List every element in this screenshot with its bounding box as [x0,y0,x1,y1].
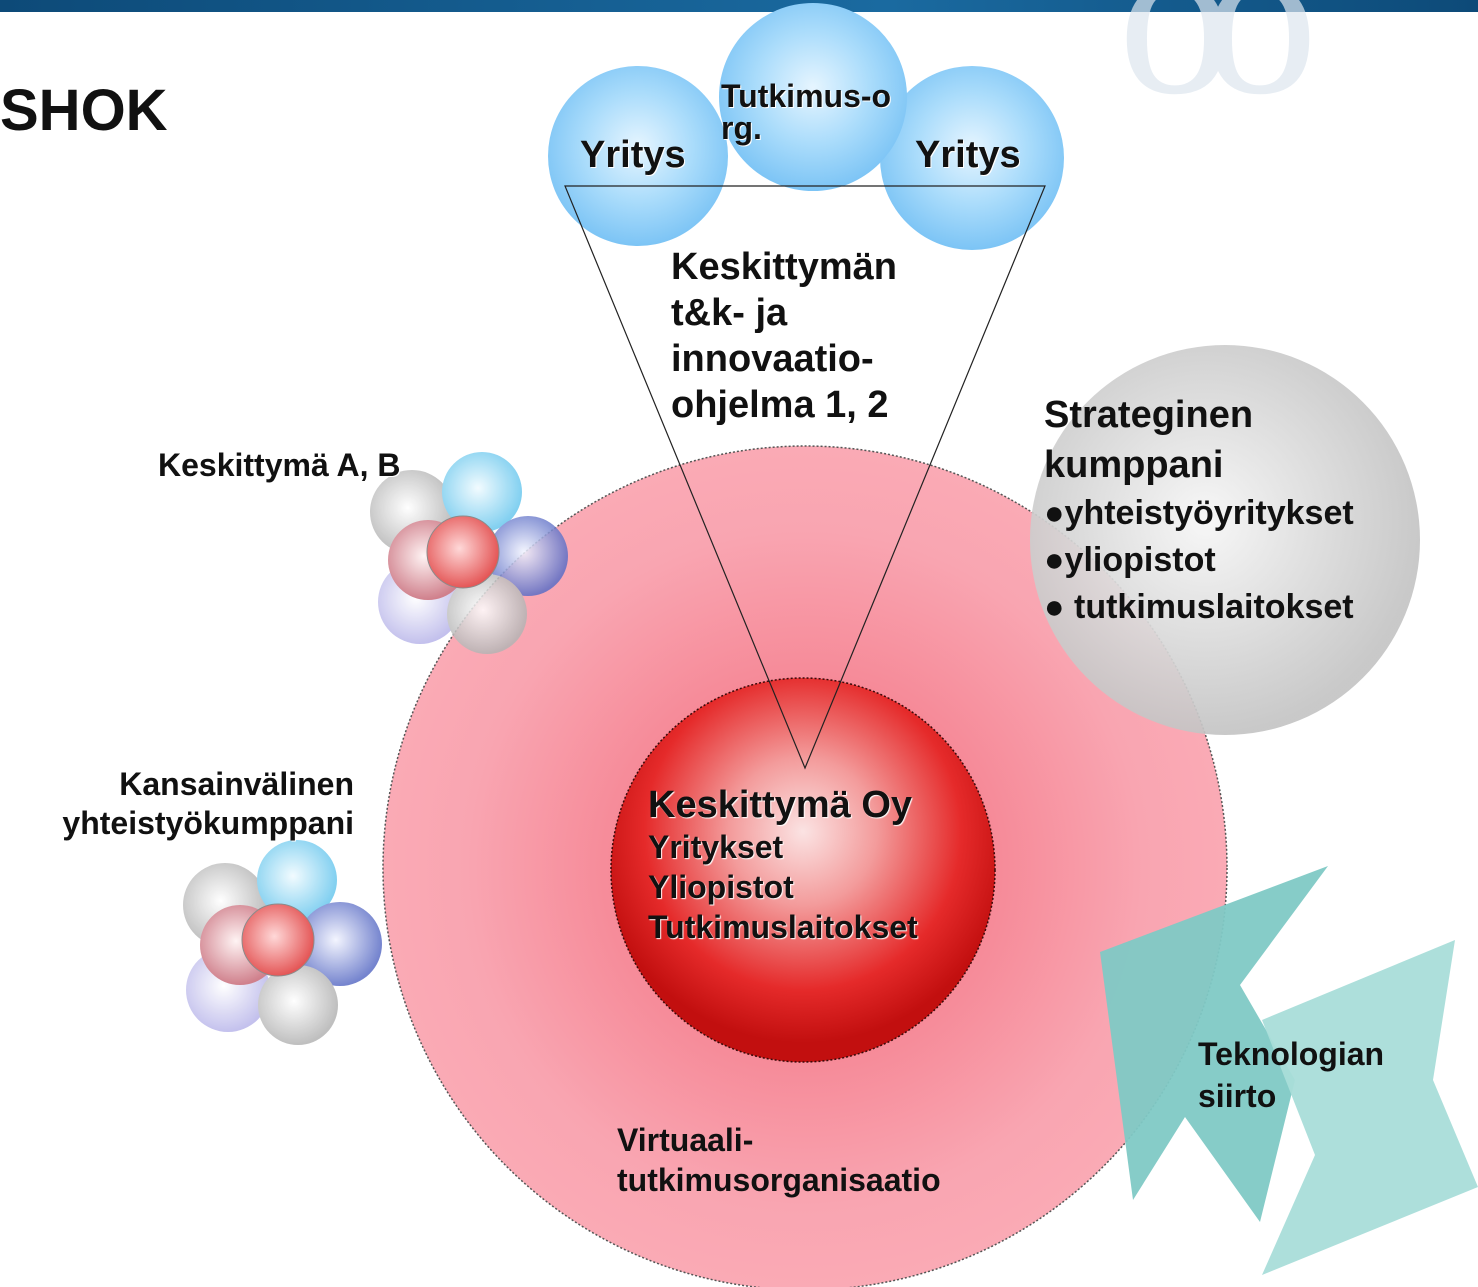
programme-line-1: Keskittymän [671,246,897,288]
tech-transfer-arrows [1100,866,1478,1275]
tech-line-2: siirto [1198,1078,1277,1114]
top-banner [0,0,1478,12]
international-partner-label: Kansainvälinen yhteistyökumppani [18,765,354,843]
strategic-item: ●yhteistyöyritykset [1044,494,1354,532]
molecule-icon-cluster-ab [370,452,568,654]
international-line-2: yhteistyökumppani [62,805,354,841]
page-title: SHOK [0,78,168,143]
virtual-org-label: Virtuaali- tutkimusorganisaatio [617,1120,941,1200]
research-org-bubble [719,3,907,191]
programme-line-2: t&k- ja [671,292,788,334]
programme-line-3: innovaatio- [671,338,874,380]
bullet-icon: ● [1044,494,1065,532]
tech-transfer-label: Teknologian siirto [1198,1033,1384,1117]
strategic-heading-1: Strateginen [1044,394,1254,436]
research-org-label: Tutkimus-org. [721,78,892,146]
tech-line-1: Teknologian [1198,1036,1385,1072]
core-label-block: Keskittymä Oy Yritykset Yliopistot Tutki… [648,783,918,947]
company-bubble-left [548,66,728,246]
strategic-heading-2: kumppani [1044,444,1224,486]
company-bubble-right [880,66,1064,250]
core-heading: Keskittymä Oy [648,784,913,826]
strategic-item: ● tutkimuslaitokset [1044,588,1354,626]
programme-line-4: ohjelma 1, 2 [671,384,889,426]
bullet-icon: ● [1044,588,1065,626]
virtual-line-2: tutkimusorganisaatio [617,1162,941,1198]
cluster-ab-label: Keskittymä A, B [158,447,401,483]
programme-label: Keskittymän t&k- ja innovaatio- ohjelma … [671,244,897,428]
strategic-item: ●yliopistot [1044,541,1216,579]
core-item: Yliopistot [648,869,794,905]
strategic-partner-circle [1030,345,1420,735]
company-left-label: Yritys [580,134,686,176]
bullet-icon: ● [1044,541,1065,579]
core-item: Tutkimuslaitokset [648,909,918,945]
company-right-label: Yritys [915,134,1021,176]
molecule-icon-international [183,840,382,1045]
programme-funnel [564,185,1046,770]
strategic-partner-block: Strateginen kumppani ●yhteistyöyritykset… [1044,390,1354,631]
virtual-line-1: Virtuaali- [617,1122,754,1158]
international-line-1: Kansainvälinen [119,766,354,802]
core-company-circle [610,677,996,1063]
core-item: Yritykset [648,829,784,865]
